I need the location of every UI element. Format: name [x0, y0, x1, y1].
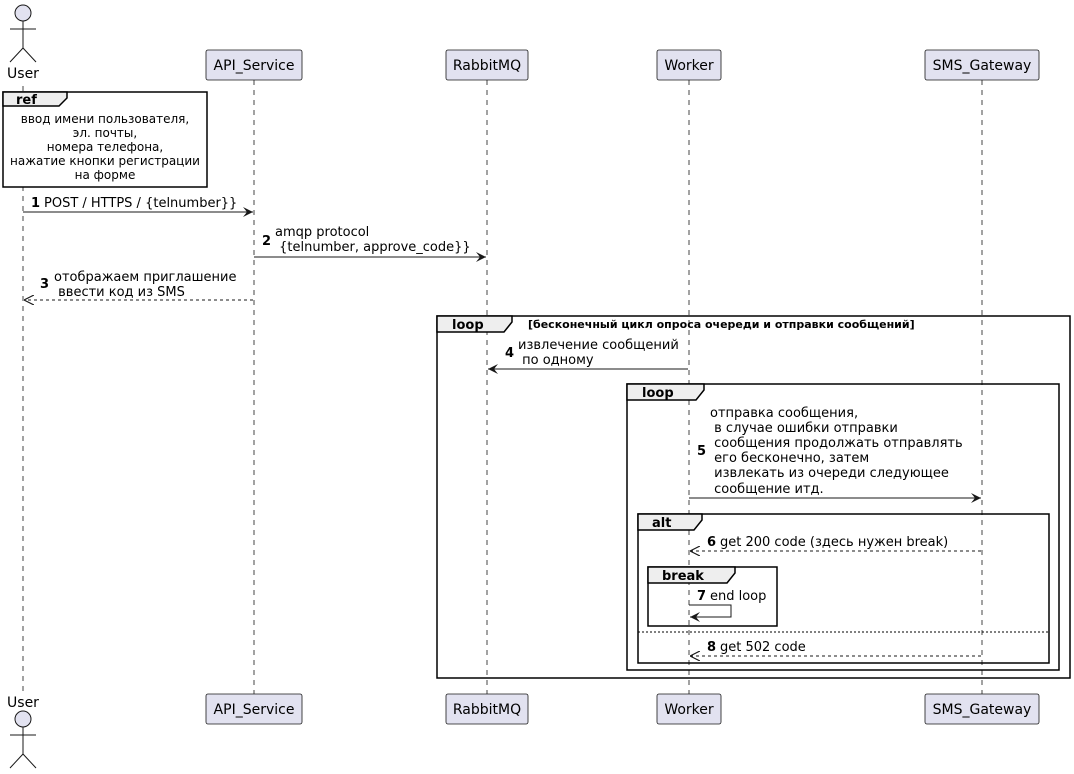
message-label: в случае ошибки отправки	[710, 421, 898, 436]
message-arrow	[689, 604, 732, 622]
message-8: 8 get 502 code	[690, 640, 981, 656]
ref-line: номера телефона,	[47, 140, 163, 154]
actor-user-bottom: User	[7, 695, 39, 769]
participant-sms-bottom: SMS_Gateway	[924, 693, 1040, 725]
participant-api-bottom: API_Service	[205, 693, 303, 725]
participant-label-user: User	[7, 66, 39, 82]
outer-loop-title: loop	[452, 318, 484, 333]
message-number: 4	[505, 346, 514, 361]
message-7: 7 end loop	[689, 589, 766, 622]
message-2: 2 amqp protocol {telnumber, approve_code…	[254, 225, 486, 262]
break-frame: break	[647, 566, 778, 627]
message-label: {telnumber, approve_code}}	[275, 240, 471, 255]
participant-worker-top: Worker	[656, 49, 722, 81]
participant-rabbit-bottom: RabbitMQ	[445, 693, 529, 725]
inner-loop-frame: loop	[626, 383, 1060, 671]
participant-label-sms: SMS_Gateway	[933, 702, 1032, 718]
message-6: 6 get 200 code (здесь нужен break)	[690, 535, 981, 551]
message-label: отправка сообщения,	[710, 406, 858, 421]
alt-title: alt	[652, 516, 671, 531]
participant-label-user: User	[7, 695, 39, 711]
participant-label-worker: Worker	[664, 58, 714, 74]
participant-sms-top: SMS_Gateway	[924, 49, 1040, 81]
message-label: его бесконечно, затем	[710, 451, 869, 466]
alt-frame: alt	[637, 513, 1050, 664]
message-label: POST / HTTPS / {telnumber}}	[44, 196, 237, 211]
message-number: 5	[697, 444, 706, 459]
message-label: ввести код из SMS	[54, 285, 185, 300]
participants-top: User API_Service RabbitMQ Worker SMS_Gat…	[7, 4, 1040, 82]
message-number: 2	[262, 234, 271, 249]
message-number: 7	[697, 589, 706, 604]
message-1: 1 POST / HTTPS / {telnumber}}	[23, 196, 253, 217]
participant-label-sms: SMS_Gateway	[933, 58, 1032, 74]
message-5: 5 отправка сообщения, в случае ошибки от…	[689, 406, 981, 503]
message-label: извлечение сообщений	[518, 338, 679, 353]
outer-loop-frame: loop [бесконечный цикл опроса очереди и …	[436, 315, 1071, 679]
participants-bottom: User API_Service RabbitMQ Worker SMS_Gat…	[7, 693, 1040, 769]
message-4: 4 извлечение сообщений по одному	[488, 338, 688, 374]
ref-line: эл. почты,	[73, 126, 137, 140]
participant-label-api: API_Service	[214, 58, 295, 74]
outer-loop-condition: [бесконечный цикл опроса очереди и отпра…	[528, 318, 915, 331]
message-label: извлекать из очереди следующее	[710, 466, 949, 481]
ref-line: на форме	[75, 168, 136, 182]
participant-label-rabbit: RabbitMQ	[453, 702, 521, 718]
message-label: amqp protocol	[275, 225, 369, 240]
ref-line: ввод имени пользователя,	[21, 112, 189, 126]
message-label: по одному	[518, 353, 594, 368]
message-number: 3	[40, 277, 49, 292]
actor-icon	[9, 4, 37, 63]
message-label: get 502 code	[720, 640, 806, 655]
message-3: 3 отображаем приглашение ввести код из S…	[24, 270, 253, 300]
actor-icon	[9, 710, 37, 769]
message-label: get 200 code (здесь нужен break)	[720, 535, 948, 550]
participant-api-top: API_Service	[205, 49, 303, 81]
message-label: отображаем приглашение	[54, 270, 236, 285]
message-label: сообщения продолжать отправлять	[710, 436, 963, 451]
message-label: end loop	[710, 589, 766, 604]
message-label: сообщение итд.	[710, 482, 824, 497]
ref-frame: ref ввод имени пользователя, эл. почты, …	[2, 91, 208, 188]
inner-loop-title: loop	[642, 386, 674, 401]
ref-line: нажатие кнопки регистрации	[10, 154, 200, 168]
participant-label-api: API_Service	[214, 702, 295, 718]
ref-title: ref	[16, 93, 37, 108]
participant-worker-bottom: Worker	[656, 693, 722, 725]
message-number: 1	[31, 196, 40, 211]
break-title: break	[662, 569, 704, 584]
participant-label-worker: Worker	[664, 702, 714, 718]
participant-rabbit-top: RabbitMQ	[445, 49, 529, 81]
participant-label-rabbit: RabbitMQ	[453, 58, 521, 74]
message-number: 6	[707, 535, 716, 550]
message-number: 8	[707, 640, 716, 655]
actor-user-top: User	[7, 4, 39, 82]
